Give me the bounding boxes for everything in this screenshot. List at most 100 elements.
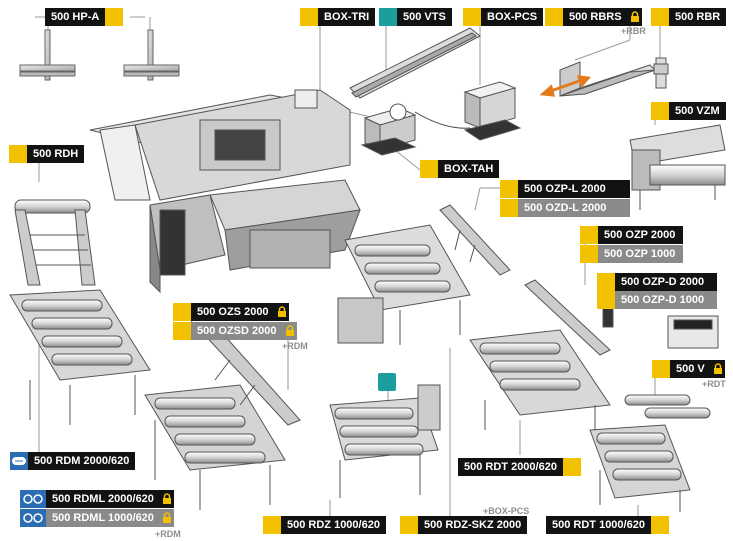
marker-square xyxy=(652,360,670,378)
label-ozp-1000[interactable]: 500 OZP 1000 xyxy=(580,245,683,263)
label-v[interactable]: 500 V xyxy=(652,360,725,378)
label-box-tah-text: BOX-TAH xyxy=(438,160,500,178)
label-ozs-text: 500 OZS 2000 xyxy=(191,303,275,321)
label-rdz-skz[interactable]: 500 RDZ-SKZ 2000 xyxy=(400,516,528,534)
marker-square xyxy=(651,8,669,26)
lock-icon xyxy=(274,303,289,321)
marker-square-teal xyxy=(379,8,397,26)
label-rdm-text: 500 RDM 2000/620 xyxy=(28,452,136,470)
marker-square xyxy=(651,102,669,120)
label-rdml-2000[interactable]: 500 RDML 2000/620 xyxy=(20,490,174,508)
label-hp-a-text: 500 HP-A xyxy=(45,8,106,26)
label-ozsd[interactable]: 500 OZSD 2000 xyxy=(173,322,297,340)
roller-icon xyxy=(10,452,28,470)
vts-conveyor xyxy=(349,27,481,99)
marker-square xyxy=(263,516,281,534)
roller-pair-icon xyxy=(20,509,46,527)
label-vts-text: 500 VTS xyxy=(397,8,452,26)
marker-square xyxy=(463,8,481,26)
rdt-2000-conveyor xyxy=(469,329,611,440)
label-rdt-1000-text: 500 RDT 1000/620 xyxy=(546,516,651,534)
label-box-pcs[interactable]: BOX-PCS xyxy=(463,8,544,26)
label-ozp-d-2000-text: 500 OZP-D 2000 xyxy=(615,273,717,291)
label-rdz[interactable]: 500 RDZ 1000/620 xyxy=(263,516,386,534)
label-rbr[interactable]: 500 RBR xyxy=(651,8,727,26)
label-vzm-text: 500 VZM xyxy=(669,102,726,120)
marker-square xyxy=(597,291,615,309)
marker-square xyxy=(580,245,598,263)
label-rdh-text: 500 RDH xyxy=(27,145,85,163)
label-rdml-1000-text: 500 RDML 1000/620 xyxy=(46,509,160,527)
band-saw-machine xyxy=(89,89,361,294)
lock-icon xyxy=(627,8,642,26)
lock-icon xyxy=(159,490,174,508)
rdz-conveyor xyxy=(329,384,441,498)
label-ozp-d-2000[interactable]: 500 OZP-D 2000 xyxy=(597,273,717,291)
control-panel xyxy=(667,315,719,349)
marker-square xyxy=(105,8,124,26)
label-ozp-2000[interactable]: 500 OZP 2000 xyxy=(580,226,683,244)
rdz-skz-conveyor xyxy=(337,224,471,345)
note-rbrs: +RBR xyxy=(621,26,646,36)
marker-square xyxy=(9,145,27,163)
label-rdt-2000[interactable]: 500 RDT 2000/620 xyxy=(458,458,581,476)
label-vzm[interactable]: 500 VZM xyxy=(651,102,726,120)
lock-icon xyxy=(159,509,174,527)
rbrs-unit xyxy=(559,61,656,97)
vzm-unit xyxy=(629,124,726,210)
note-ozsd: +RDM xyxy=(282,341,308,351)
label-ozp-d-1000[interactable]: 500 OZP-D 1000 xyxy=(597,291,717,309)
note-rdml: +RDM xyxy=(155,529,181,539)
marker-square xyxy=(173,303,191,321)
label-vts[interactable]: 500 VTS xyxy=(379,8,452,26)
marker-square xyxy=(500,180,518,198)
marker-square xyxy=(173,322,191,340)
marker-square xyxy=(400,516,418,534)
label-ozp-1000-text: 500 OZP 1000 xyxy=(598,245,683,263)
rdt-1000-conveyor xyxy=(589,424,691,512)
marker-square xyxy=(597,273,615,291)
rdml-conveyor xyxy=(144,384,286,510)
rdm-conveyor xyxy=(9,289,151,425)
note-rdz-skz: +BOX-PCS xyxy=(483,506,530,516)
ozp-l-rail xyxy=(439,204,511,276)
hp-a-stands xyxy=(19,29,180,81)
rbr-unit xyxy=(653,57,669,89)
note-v: +RDT xyxy=(702,379,726,389)
label-rbrs-text: 500 RBRS xyxy=(563,8,628,26)
lock-icon xyxy=(282,322,297,340)
label-rdt-1000[interactable]: 500 RDT 1000/620 xyxy=(546,516,669,534)
label-ozs[interactable]: 500 OZS 2000 xyxy=(173,303,289,321)
label-box-tah[interactable]: BOX-TAH xyxy=(420,160,500,178)
teal-marker xyxy=(378,373,396,391)
marker-square xyxy=(580,226,598,244)
label-ozp-d-1000-text: 500 OZP-D 1000 xyxy=(615,291,717,309)
label-rdz-text: 500 RDZ 1000/620 xyxy=(281,516,386,534)
label-rbrs[interactable]: 500 RBRS xyxy=(545,8,642,26)
marker-square xyxy=(545,8,563,26)
label-rdm[interactable]: 500 RDM 2000/620 xyxy=(10,452,136,470)
label-rdh[interactable]: 500 RDH xyxy=(9,145,85,163)
lock-icon xyxy=(710,360,725,378)
label-rdz-skz-text: 500 RDZ-SKZ 2000 xyxy=(418,516,528,534)
v-rollers xyxy=(624,394,711,419)
label-ozd-l-text: 500 OZD-L 2000 xyxy=(518,199,630,217)
label-hp-a[interactable]: 500 HP-A xyxy=(45,8,124,26)
label-box-tri-text: BOX-TRI xyxy=(318,8,376,26)
marker-square xyxy=(300,8,318,26)
marker-square xyxy=(500,199,518,217)
box-pcs-unit xyxy=(414,81,522,141)
label-ozp-l-text: 500 OZP-L 2000 xyxy=(518,180,630,198)
label-ozp-2000-text: 500 OZP 2000 xyxy=(598,226,683,244)
label-rbr-text: 500 RBR xyxy=(669,8,727,26)
label-ozp-l[interactable]: 500 OZP-L 2000 xyxy=(500,180,630,198)
label-rdt-2000-text: 500 RDT 2000/620 xyxy=(458,458,563,476)
roller-pair-icon xyxy=(20,490,46,508)
label-ozd-l[interactable]: 500 OZD-L 2000 xyxy=(500,199,630,217)
label-v-text: 500 V xyxy=(670,360,711,378)
label-ozsd-text: 500 OZSD 2000 xyxy=(191,322,283,340)
label-box-tri[interactable]: BOX-TRI xyxy=(300,8,376,26)
label-rdml-1000[interactable]: 500 RDML 1000/620 xyxy=(20,509,174,527)
box-tri-unit xyxy=(360,103,417,156)
